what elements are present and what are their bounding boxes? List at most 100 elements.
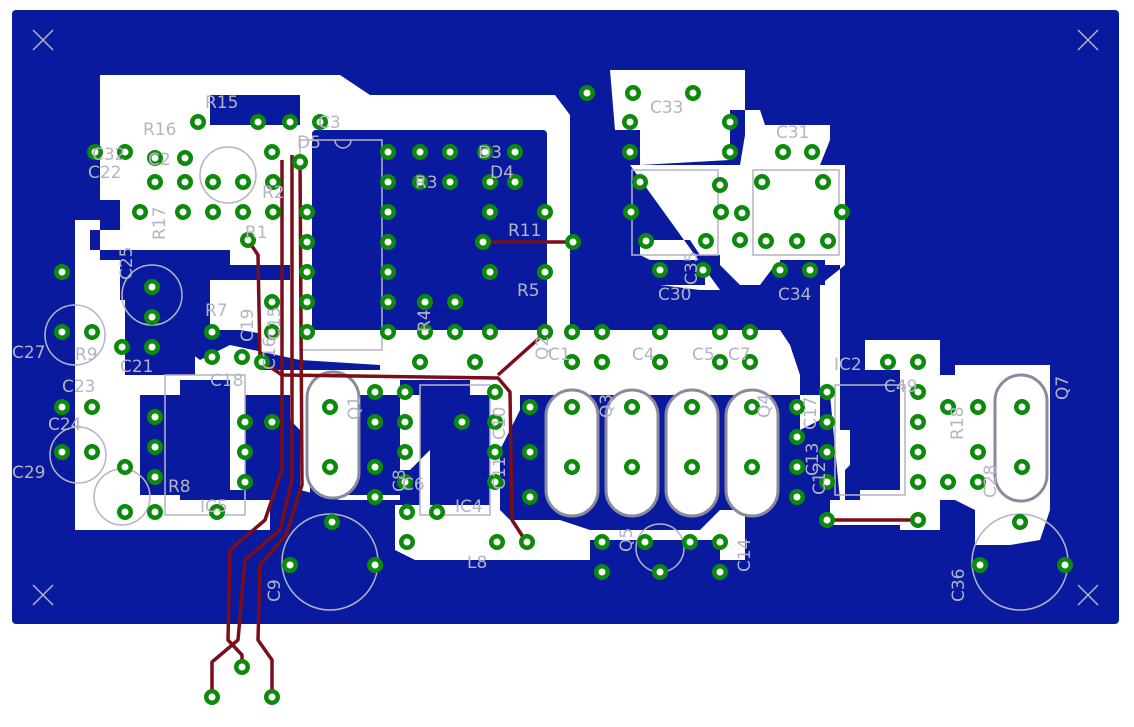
solder-pad <box>282 557 298 573</box>
solder-pad <box>622 144 638 160</box>
solder-pad <box>367 557 383 573</box>
solder-pad <box>910 414 926 430</box>
solder-pad <box>564 354 580 370</box>
solder-pad <box>820 233 836 249</box>
component-designator: C35 <box>682 251 702 285</box>
solder-pad <box>482 174 498 190</box>
solder-pad <box>477 144 493 160</box>
solder-pad <box>322 459 338 475</box>
solder-pad <box>204 324 220 340</box>
solder-pad <box>442 174 458 190</box>
solder-pad <box>802 262 818 278</box>
solder-pad <box>380 294 396 310</box>
solder-pad <box>637 534 653 550</box>
ic2-outline <box>834 384 906 496</box>
solder-pad <box>507 174 523 190</box>
solder-pad <box>442 144 458 160</box>
solder-pad <box>254 354 270 370</box>
solder-pad <box>177 150 193 166</box>
solder-pad <box>1014 399 1030 415</box>
solder-pad <box>834 204 850 220</box>
solder-pad <box>482 204 498 220</box>
component-designator: R18 <box>948 407 968 440</box>
component-designator: C31 <box>776 123 810 143</box>
solder-pad <box>367 489 383 505</box>
solder-pad <box>712 534 728 550</box>
solder-pad <box>815 174 831 190</box>
solder-pad <box>235 204 251 220</box>
solder-pad <box>417 294 433 310</box>
solder-pad <box>772 262 788 278</box>
solder-pad <box>417 324 433 340</box>
solder-pad <box>972 557 988 573</box>
solder-pad <box>299 264 315 280</box>
solder-pad <box>399 504 415 520</box>
solder-pad <box>652 262 668 278</box>
solder-pad <box>114 339 130 355</box>
solder-pad <box>380 324 396 340</box>
solder-pad <box>789 233 805 249</box>
component-designator: D3 <box>478 143 502 163</box>
solder-pad <box>910 354 926 370</box>
solder-pad <box>397 474 413 490</box>
solder-pad <box>1057 557 1073 573</box>
solder-pad <box>624 459 640 475</box>
component-designator: C18 <box>210 371 244 391</box>
solder-pad <box>789 459 805 475</box>
solder-pad <box>940 399 956 415</box>
component-designator: Q1 <box>345 396 365 420</box>
component-designator: C8 <box>390 469 410 492</box>
solder-pad <box>324 514 340 530</box>
solder-pad <box>819 444 835 460</box>
component-designator: C13 <box>803 442 823 476</box>
pads-layer <box>54 85 1073 705</box>
solder-pad <box>147 409 163 425</box>
solder-pad <box>482 324 498 340</box>
corner-markers <box>32 29 1099 606</box>
component-designator: C2 <box>148 150 171 170</box>
component-designator: C24 <box>48 415 82 435</box>
component-designator: R3 <box>415 173 438 193</box>
crystal-packages <box>305 370 1049 518</box>
solder-pad <box>454 414 470 430</box>
solder-pad <box>132 204 148 220</box>
solder-pad <box>698 233 714 249</box>
solder-pad <box>522 489 538 505</box>
solder-pad <box>564 324 580 340</box>
solder-pad <box>594 534 610 550</box>
solder-pad <box>734 205 750 221</box>
solder-pad <box>487 444 503 460</box>
component-designator: C25 <box>117 246 137 280</box>
solder-pad <box>234 349 250 365</box>
solder-pad <box>467 354 483 370</box>
solder-pad <box>487 474 503 490</box>
solder-pad <box>264 294 280 310</box>
solder-pad <box>412 144 428 160</box>
solder-pad <box>744 399 760 415</box>
solder-pad <box>489 534 505 550</box>
solder-pad <box>1012 514 1028 530</box>
solder-pad <box>367 384 383 400</box>
solder-pad <box>175 204 191 220</box>
solder-pad <box>250 114 266 130</box>
component-designator: C6 <box>402 475 425 495</box>
component-designator: C14 <box>735 538 755 572</box>
solder-pad <box>722 144 738 160</box>
component-designator: D4 <box>490 163 514 183</box>
solder-pad <box>209 504 225 520</box>
solder-pad <box>742 354 758 370</box>
solder-pad <box>722 114 738 130</box>
component-designator: Q3 <box>597 394 617 418</box>
component-designator: R5 <box>517 281 540 301</box>
component-designator: C15 <box>265 306 285 340</box>
solder-pad <box>624 399 640 415</box>
solder-pad <box>144 339 160 355</box>
solder-pad <box>564 399 580 415</box>
solder-pad <box>742 324 758 340</box>
component-designator: R8 <box>168 477 191 497</box>
component-designator: C32 <box>92 145 126 165</box>
solder-pad <box>775 144 791 160</box>
solder-pad <box>594 354 610 370</box>
